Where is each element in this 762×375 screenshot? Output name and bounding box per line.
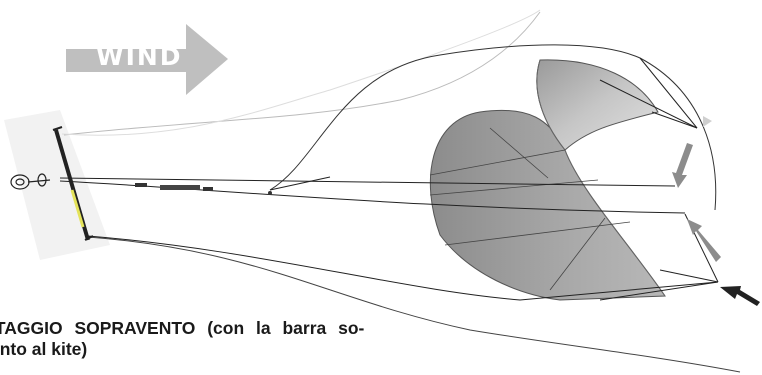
input-arrow [720,286,760,306]
leading-edge-loop [269,44,717,211]
depower-fittings [135,183,272,195]
bridle-lines [59,57,719,301]
control-bar [52,126,94,241]
caption: ITAGGIO SOPRAVENTO (con la barra so- ent… [0,318,500,360]
kite-canopy [429,59,666,301]
direction-arrows [672,143,721,262]
caption-line-1: ITAGGIO SOPRAVENTO (con la barra so- [0,318,365,338]
chicken-loop [10,173,51,190]
tip-indicator-arrow [703,116,712,127]
wind-label: WIND [96,42,183,71]
wind-arrow [66,24,228,95]
caption-line-2: ento al kite) [0,339,88,359]
